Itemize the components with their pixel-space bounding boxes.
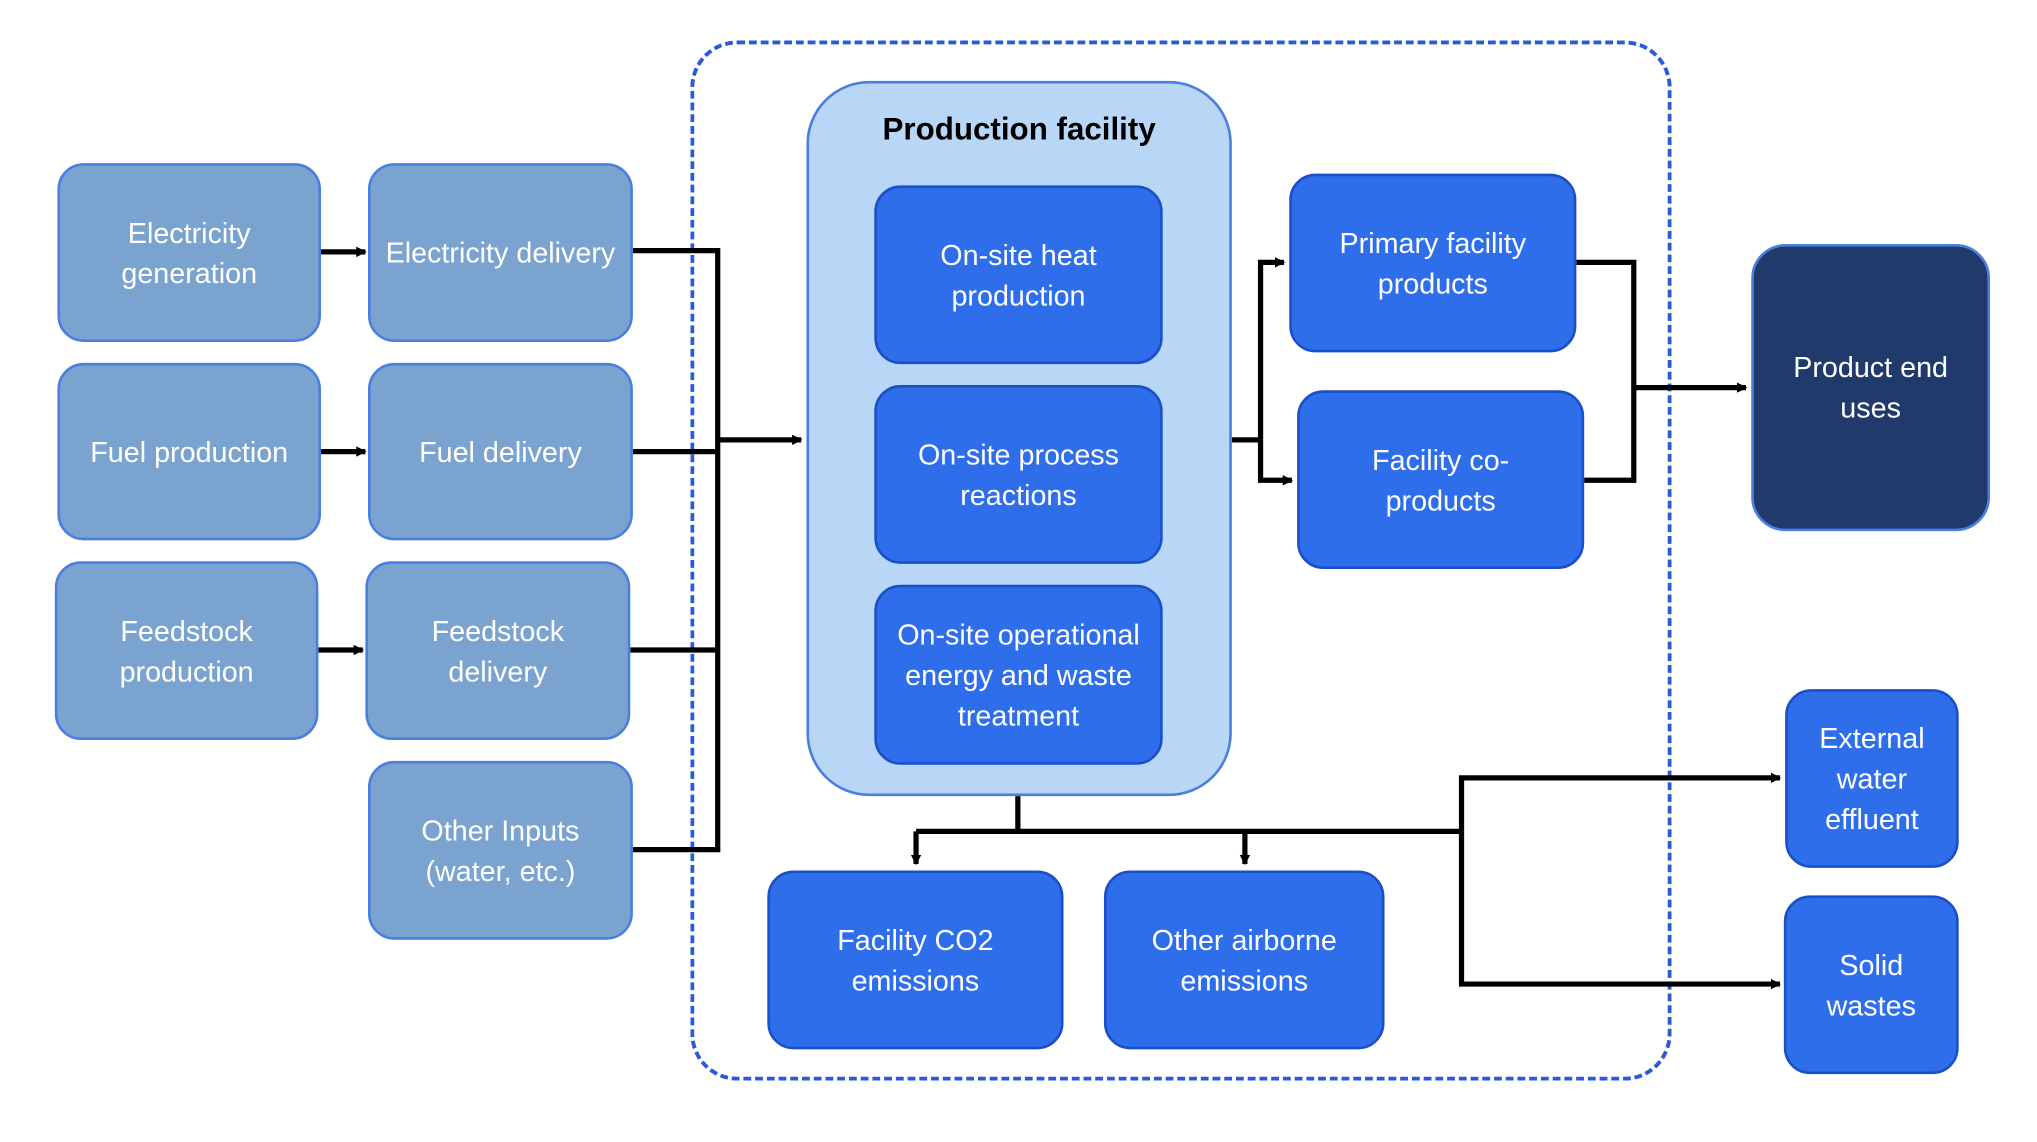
electricity-delivery-label: Electricity delivery (385, 236, 616, 269)
process-reactions-label: On-site process reactions (917, 437, 1120, 511)
production-facility-title: Production facility (882, 112, 1156, 148)
electricity-generation-box: Electricity generation (57, 163, 322, 342)
process-reactions-box: On-site process reactions (874, 385, 1163, 564)
electricity-delivery-box: Electricity delivery (367, 163, 633, 342)
input-bus (632, 247, 721, 853)
other-inputs-label: Other Inputs (water, etc.) (421, 813, 580, 887)
feedstock-production-label: Feedstock production (119, 614, 254, 688)
primary-products-box: Primary facility products (1289, 173, 1577, 353)
products-bus (1576, 259, 1637, 483)
system-boundary (690, 40, 1672, 1081)
water-effluent-box: External water effluent (1785, 689, 1959, 868)
feedstock-delivery-box: Feedstock delivery (365, 561, 631, 741)
solid-wastes-label: Solid wastes (1826, 948, 1916, 1022)
arrow-water (1458, 772, 1782, 832)
other-inputs-box: Other Inputs (water, etc.) (367, 760, 633, 940)
arrow-coproducts (1257, 439, 1294, 486)
fuel-production-box: Fuel production (57, 362, 322, 541)
fuel-production-label: Fuel production (90, 435, 289, 468)
solid-wastes-box: Solid wastes (1783, 895, 1959, 1075)
fuel-delivery-label: Fuel delivery (419, 435, 582, 468)
other-airborne-emissions-box: Other airborne emissions (1103, 870, 1385, 1050)
operational-energy-label: On-site operational energy and waste tre… (897, 617, 1140, 732)
heat-production-label: On-site heat production (940, 238, 1097, 312)
operational-energy-box: On-site operational energy and waste tre… (874, 584, 1163, 765)
product-end-uses-box: Product end uses (1751, 244, 1991, 532)
feedstock-production-box: Feedstock production (54, 561, 319, 741)
other-airborne-emissions-label: Other airborne emissions (1151, 923, 1337, 997)
product-end-uses-label: Product end uses (1793, 351, 1949, 425)
co2-emissions-label: Facility CO2 emissions (837, 923, 994, 997)
coproducts-box: Facility co-products (1297, 390, 1585, 570)
fuel-delivery-box: Fuel delivery (367, 362, 633, 541)
coproducts-label: Facility co-products (1372, 443, 1510, 517)
heat-production-box: On-site heat production (874, 185, 1163, 365)
arrow-solid (1458, 831, 1782, 990)
feedstock-delivery-label: Feedstock delivery (431, 614, 565, 688)
co2-emissions-box: Facility CO2 emissions (767, 870, 1064, 1050)
primary-products-label: Primary facility products (1339, 226, 1527, 300)
water-effluent-label: External water effluent (1819, 721, 1925, 836)
electricity-generation-label: Electricity generation (121, 216, 258, 290)
arrow-primary-products (1257, 257, 1286, 440)
